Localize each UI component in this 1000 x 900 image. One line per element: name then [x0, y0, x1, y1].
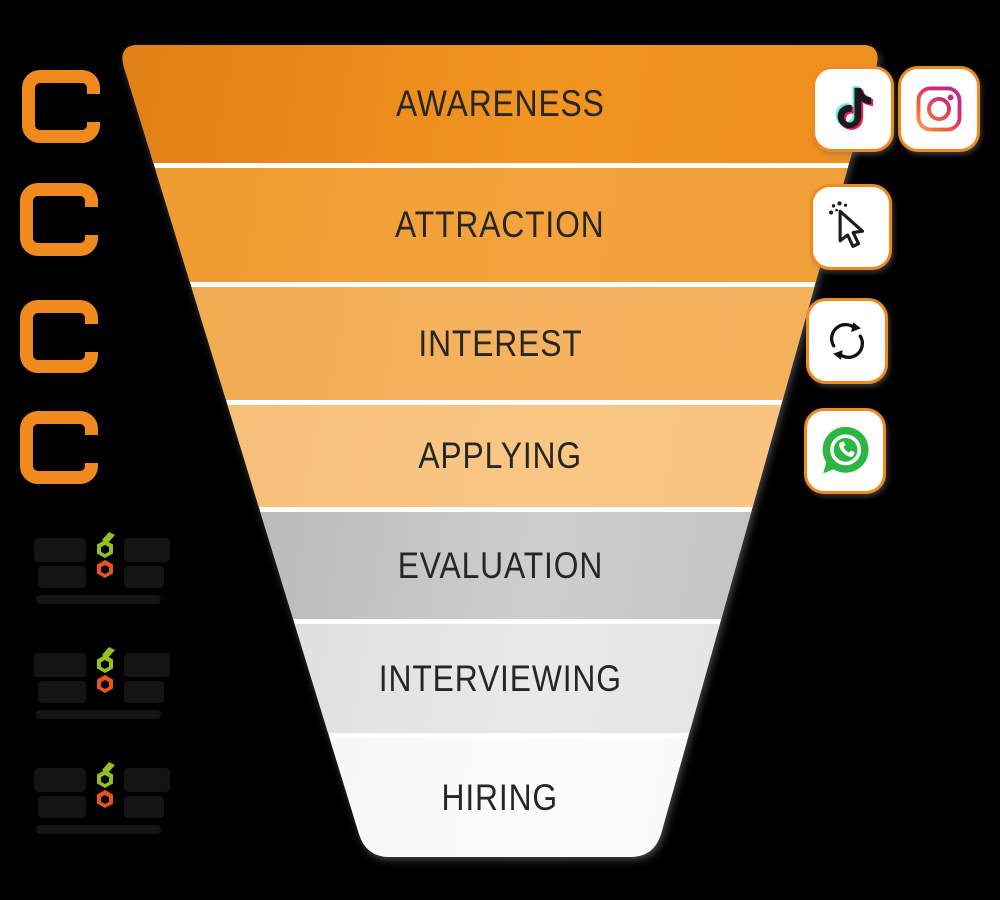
funnel-stage-interviewing: INTERVIEWING	[100, 624, 900, 733]
funnel-stage-evaluation: EVALUATION	[100, 512, 900, 619]
orange-bracket-logo	[22, 70, 100, 143]
stage-label-hiring: HIRING	[441, 776, 559, 818]
stage-label-evaluation: EVALUATION	[397, 544, 603, 586]
green-orange-hexagons-icon	[97, 647, 115, 693]
logo-dark-text	[34, 653, 86, 677]
logo-tagline-text	[36, 595, 161, 604]
whatsapp-icon	[816, 422, 874, 480]
instagram-tile	[898, 66, 980, 152]
logo-dark-text	[38, 796, 86, 818]
logo-dark-text	[38, 681, 86, 703]
logo-dark-text	[38, 566, 86, 588]
logo-dark-text	[124, 768, 170, 792]
funnel-shadow: AWARENESS ATTRACTION INTEREST APPLYING E…	[100, 45, 900, 857]
green-orange-hexagons-icon	[97, 762, 115, 808]
logo-dark-text	[124, 538, 170, 562]
refresh-cycle-tile	[806, 298, 888, 384]
cursor-click-tile	[810, 184, 892, 270]
orange-bracket-logo	[20, 411, 98, 484]
logo-dark-text	[124, 566, 164, 588]
stage-label-interviewing: INTERVIEWING	[378, 657, 622, 699]
tiktok-icon	[824, 80, 882, 138]
hexagon-brand-logo	[28, 637, 176, 721]
funnel-stage-attraction: ATTRACTION	[100, 168, 900, 282]
funnel-stage-interest: INTEREST	[100, 287, 900, 400]
recruitment-funnel: AWARENESS ATTRACTION INTEREST APPLYING E…	[100, 45, 900, 857]
hexagon-brand-logo	[28, 522, 176, 606]
orange-bracket-logo	[20, 300, 98, 373]
funnel-stage-applying: APPLYING	[100, 405, 900, 507]
stage-label-interest: INTEREST	[417, 322, 583, 364]
logo-dark-text	[124, 653, 170, 677]
logo-tagline-text	[36, 825, 161, 834]
logo-tagline-text	[36, 710, 161, 719]
logo-dark-text	[124, 681, 164, 703]
funnel-stage-awareness: AWARENESS	[100, 45, 900, 163]
instagram-icon	[910, 80, 968, 138]
stage-label-awareness: AWARENESS	[395, 83, 605, 124]
cursor-click-icon	[822, 198, 880, 256]
whatsapp-tile	[804, 408, 886, 494]
logo-dark-text	[124, 796, 164, 818]
orange-bracket-logo	[20, 183, 98, 256]
green-orange-hexagons-icon	[97, 532, 115, 578]
stage-label-attraction: ATTRACTION	[395, 204, 605, 245]
funnel-stage-hiring: HIRING	[100, 738, 900, 857]
logo-dark-text	[34, 538, 86, 562]
refresh-cycle-icon	[818, 312, 876, 370]
tiktok-tile	[812, 66, 894, 152]
hexagon-brand-logo	[28, 752, 176, 836]
stage-label-applying: APPLYING	[418, 435, 582, 476]
logo-dark-text	[34, 768, 86, 792]
